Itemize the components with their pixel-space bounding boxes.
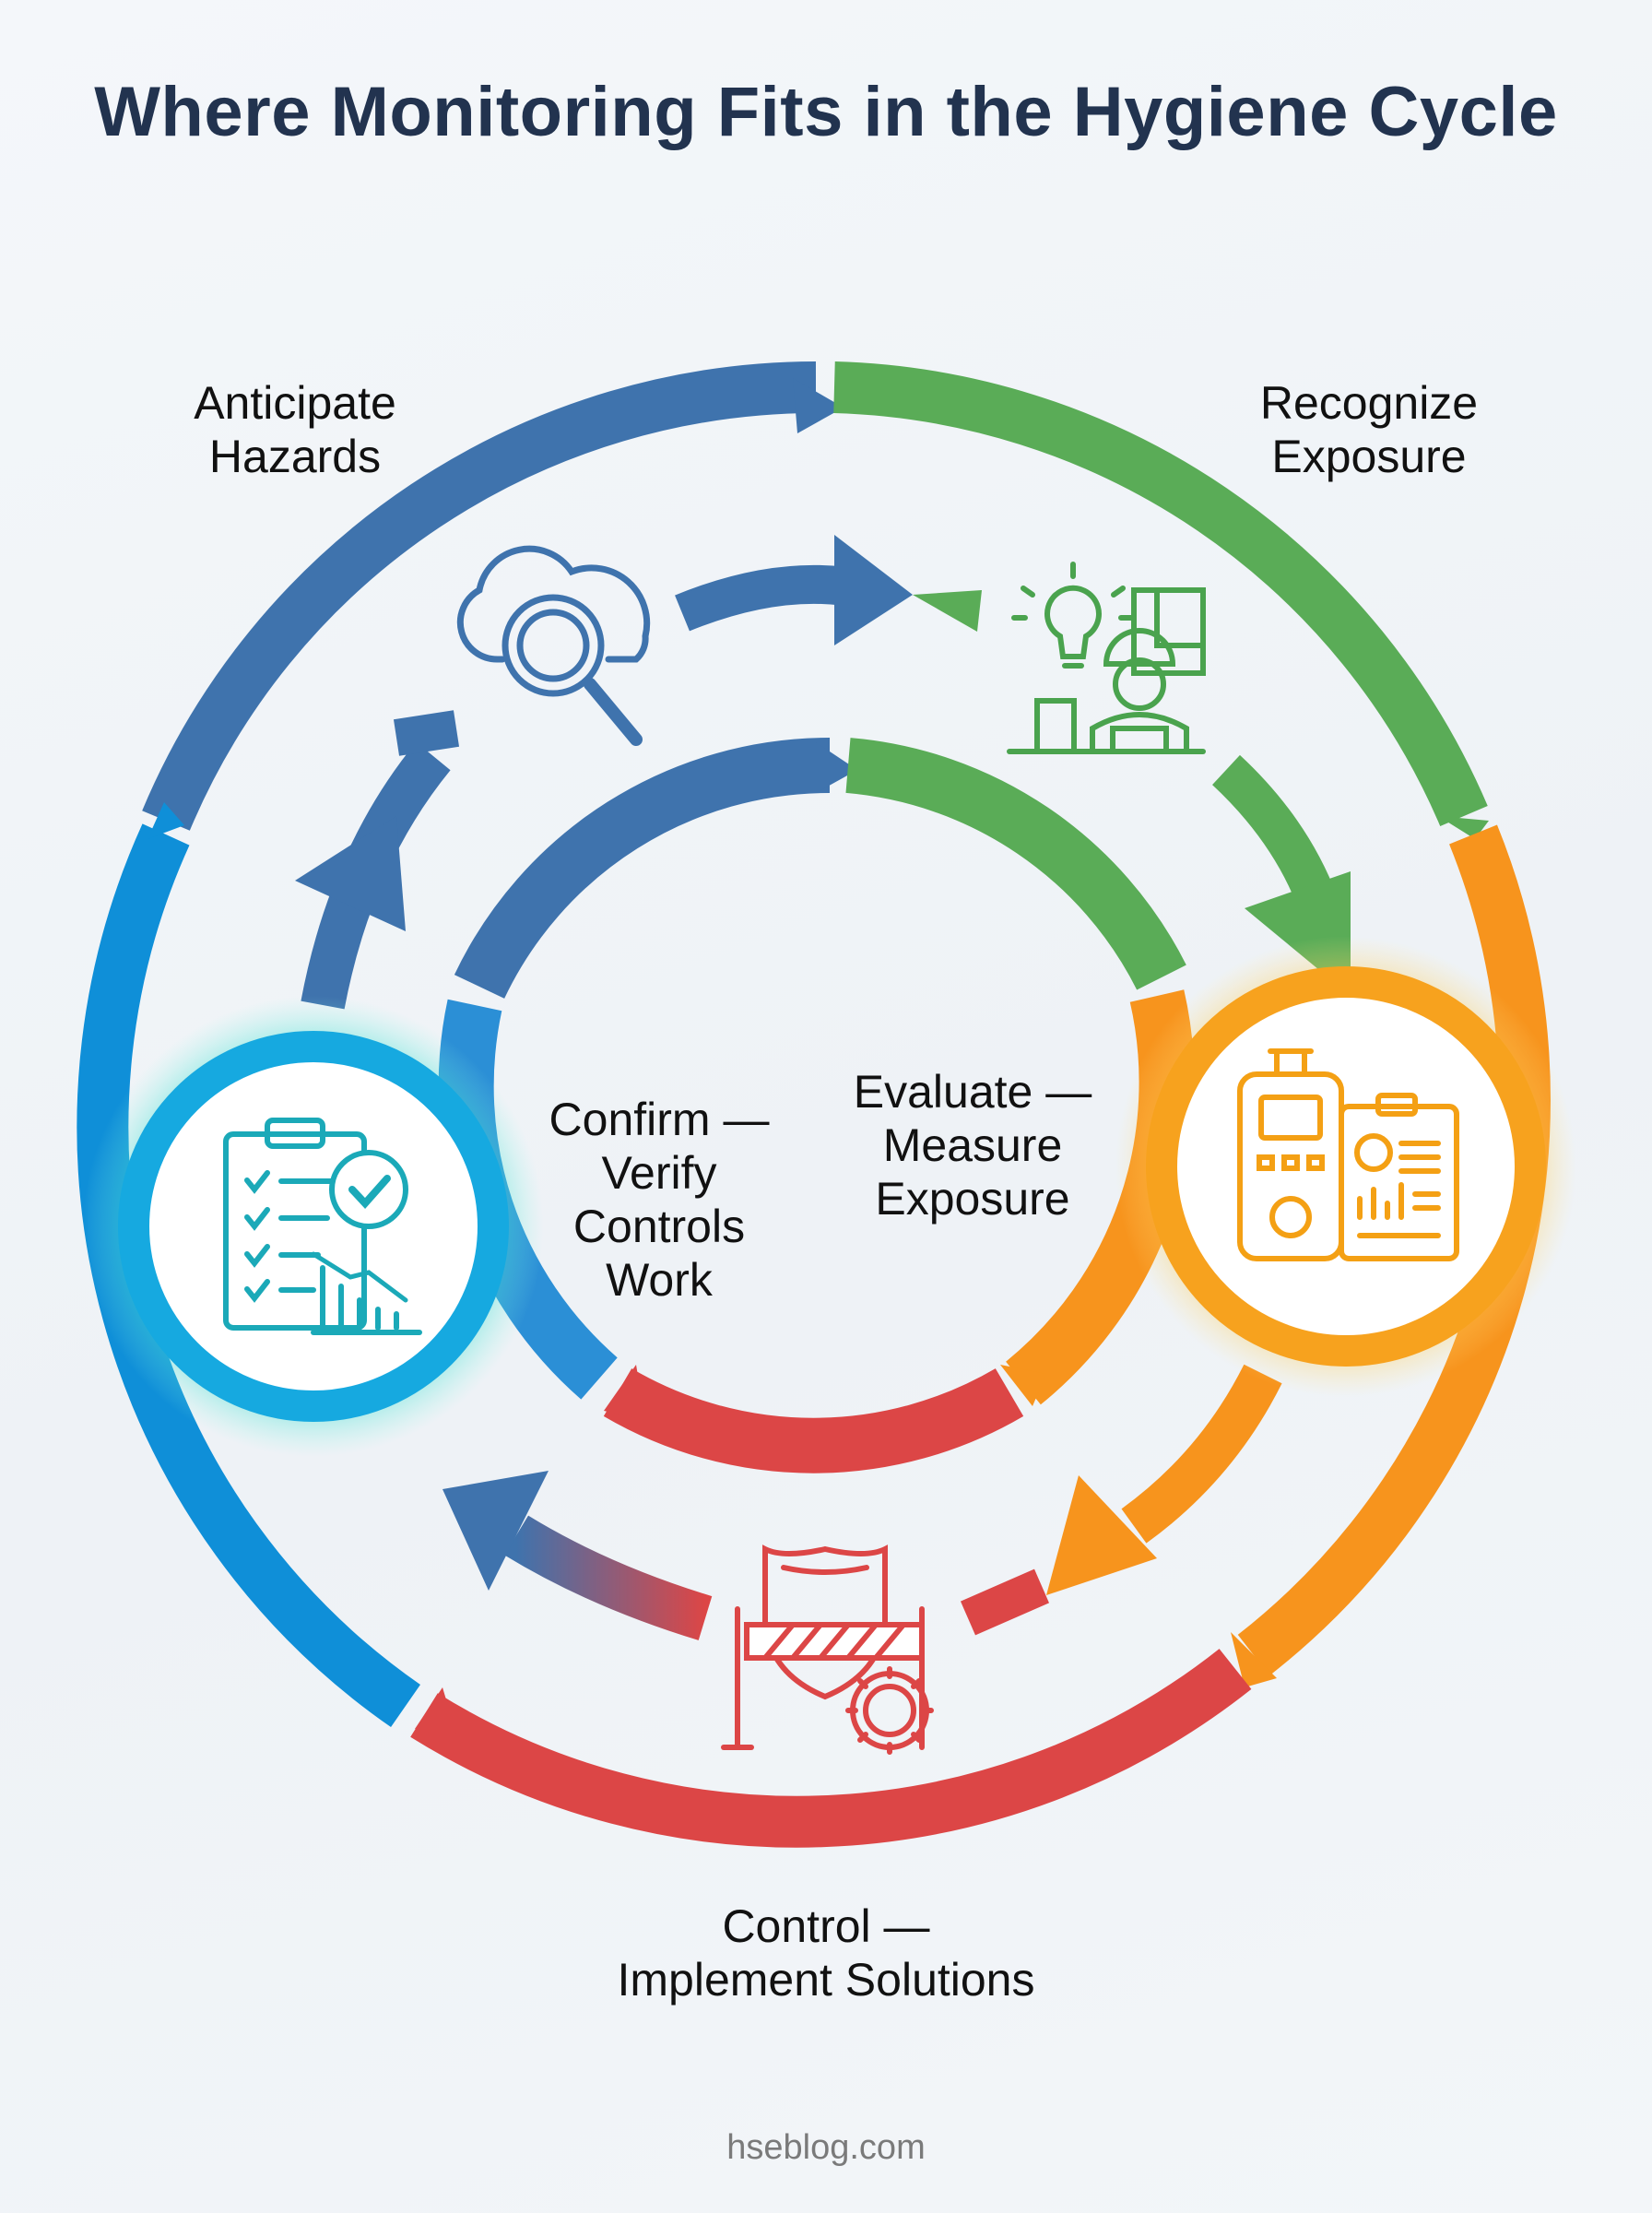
outer-arc-control	[410, 1649, 1252, 1848]
worker-lightbulb-icon	[1007, 562, 1206, 754]
confirm-node	[83, 996, 544, 1457]
stage-label-anticipate: Anticipate Hazards	[194, 377, 396, 482]
measurement-device-icon	[1237, 1048, 1459, 1261]
arrowhead-evaluate-to-control	[1046, 1475, 1157, 1595]
arrowhead-confirm-to-anticipate	[295, 816, 406, 931]
barrier-shield-gear-icon	[721, 1544, 934, 1755]
cloud-search-icon	[456, 545, 651, 746]
arrow-recognize-to-evaluate	[1211, 754, 1338, 911]
outer-arrowhead-blue	[793, 378, 844, 433]
inner-arc-red	[603, 1368, 1024, 1473]
evaluate-node	[1115, 936, 1576, 1397]
inner-arrowhead-red	[604, 1365, 645, 1420]
arrow-control-to-confirm	[503, 1515, 713, 1640]
inner-arrowhead-blue	[816, 742, 857, 793]
outer-arrowhead-orange	[1231, 1632, 1277, 1687]
footer-source: hseblog.com	[726, 2128, 926, 2167]
arrowhead-control-to-confirm	[442, 1471, 549, 1591]
arrow-control-tail	[960, 1568, 1050, 1636]
arrow-evaluate-to-control	[1121, 1364, 1282, 1544]
stage-label-evaluate: Evaluate — Measure Exposure	[853, 1066, 1092, 1225]
stage-label-recognize: Recognize Exposure	[1259, 377, 1479, 482]
inner-arc-blue	[454, 737, 831, 999]
checklist-chart-icon	[223, 1118, 422, 1335]
arrow-to-cloud-icon	[393, 710, 460, 756]
inner-arc-green	[845, 738, 1186, 990]
stage-label-control: Control — Implement Solutions	[617, 1900, 1035, 2006]
outer-arc-anticipate	[142, 361, 817, 831]
outer-arc-recognize	[833, 361, 1488, 826]
stage-label-confirm: Confirm — Verify Controls Work	[549, 1094, 770, 1306]
outer-arrowhead-red	[415, 1687, 456, 1734]
inner-arrowhead-orange	[1000, 1365, 1046, 1406]
arrowhead-recognize-tip	[913, 590, 982, 632]
outer-arrowhead-cyan	[148, 802, 184, 839]
page-title: Where Monitoring Fits in the Hygiene Cyc…	[94, 73, 1558, 151]
arrowhead-anticipate-to-recognize	[834, 535, 913, 645]
connector-arrows	[295, 535, 1351, 1640]
